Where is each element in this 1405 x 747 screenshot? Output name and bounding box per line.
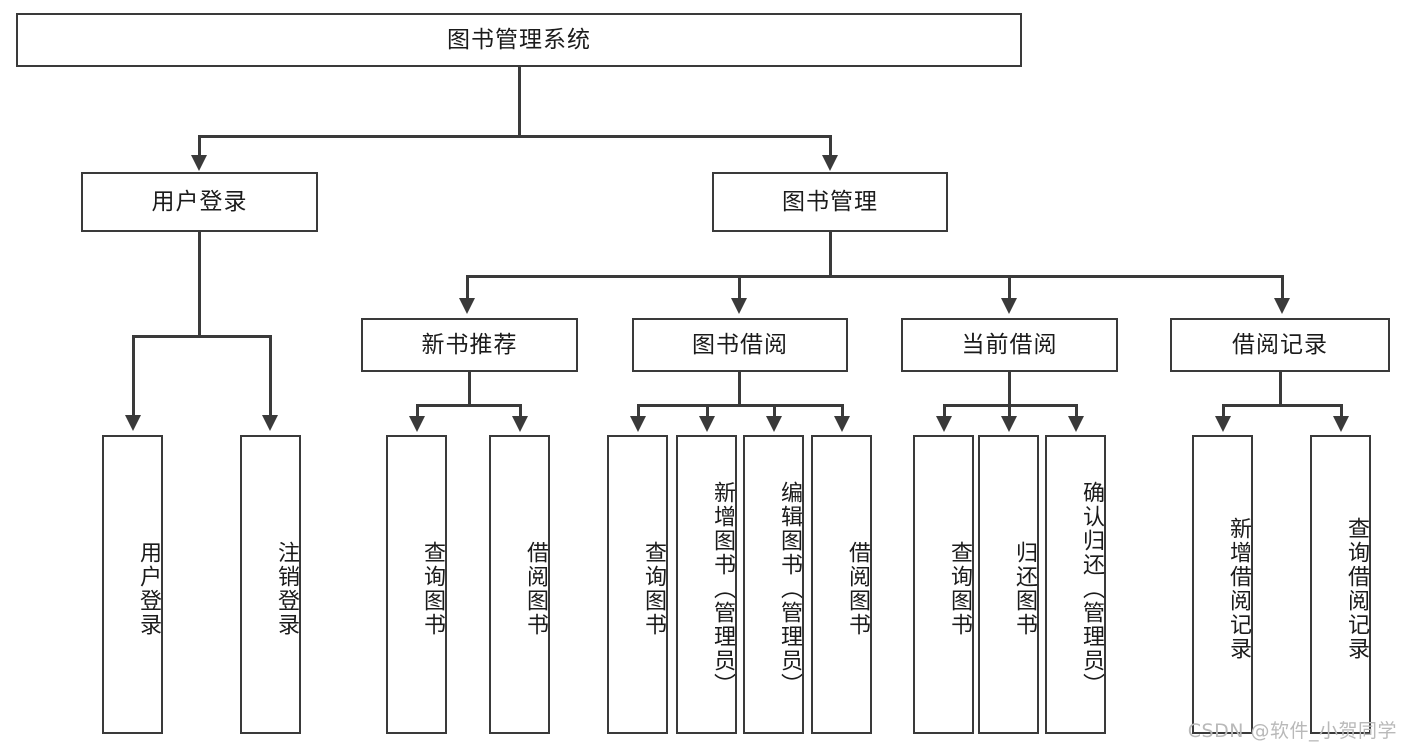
arrow-new-book-to-leaf-1 (409, 416, 425, 432)
connector-book-borrow-to-leaf-1 (637, 404, 640, 418)
node-borrow-record[interactable]: 借阅记录 (1170, 318, 1390, 372)
connector-borrow-record-to-leaf-1 (1222, 404, 1225, 418)
leaf-book-borrow-borrow-book[interactable]: 借阅图书 (811, 435, 872, 734)
connector-book-borrow-to-leaf-3 (773, 404, 776, 418)
node-label: 查询借阅记录 (1344, 516, 1369, 661)
arrow-book-borrow-to-leaf-3 (766, 416, 782, 432)
node-label: 用户登录 (151, 188, 248, 215)
connector-book-manage-to-l2-3 (1008, 275, 1011, 300)
leaf-current-borrow-confirm-return[interactable]: 确认归还（管理员） (1045, 435, 1106, 734)
connector-book-borrow-bar (637, 404, 844, 407)
leaf-borrow-record-add-record[interactable]: 新增借阅记录 (1192, 435, 1253, 734)
connector-book-manage-to-l2-1 (466, 275, 469, 300)
leaf-book-borrow-edit-book[interactable]: 编辑图书（管理员） (743, 435, 804, 734)
arrow-book-manage-to-l2-3 (1001, 298, 1017, 314)
node-label: 当前借阅 (961, 331, 1058, 358)
leaf-book-borrow-add-book[interactable]: 新增图书（管理员） (676, 435, 737, 734)
node-label: 确认归还（管理员） (1079, 480, 1104, 697)
connector-current-borrow-stem (1008, 372, 1011, 406)
arrow-book-borrow-to-leaf-2 (699, 416, 715, 432)
node-label: 查询图书 (420, 540, 445, 637)
connector-new-book-bar (416, 404, 522, 407)
leaf-book-borrow-query-book[interactable]: 查询图书 (607, 435, 668, 734)
node-book-borrow[interactable]: 图书借阅 (632, 318, 848, 372)
node-label: 查询图书 (641, 540, 666, 637)
node-label: 借阅图书 (523, 540, 548, 637)
connector-book-manage-to-l2-4 (1281, 275, 1284, 300)
node-label: 图书管理系统 (447, 26, 591, 53)
connector-user-login-stem (198, 232, 201, 337)
node-label: 注销登录 (274, 540, 299, 637)
connector-root-to-book-manage (829, 135, 832, 157)
arrow-book-manage-to-l2-2 (731, 298, 747, 314)
node-label: 图书借阅 (692, 331, 788, 358)
connector-current-borrow-to-leaf-1 (943, 404, 946, 418)
connector-book-borrow-to-leaf-4 (841, 404, 844, 418)
connector-book-manage-stem (829, 232, 832, 277)
arrow-book-borrow-to-leaf-4 (834, 416, 850, 432)
connector-borrow-record-to-leaf-2 (1340, 404, 1343, 418)
arrow-book-borrow-to-leaf-1 (630, 416, 646, 432)
node-label: 借阅记录 (1232, 331, 1328, 358)
connector-current-borrow-to-leaf-3 (1075, 404, 1078, 418)
connector-user-login-to-leaf-1 (132, 335, 135, 417)
node-new-book-recommend[interactable]: 新书推荐 (361, 318, 578, 372)
leaf-new-book-borrow-book[interactable]: 借阅图书 (489, 435, 550, 734)
connector-root-to-user-login (198, 135, 201, 157)
connector-borrow-record-bar (1222, 404, 1342, 407)
connector-current-borrow-to-leaf-2 (1008, 404, 1011, 418)
connector-book-borrow-to-leaf-2 (706, 404, 709, 418)
leaf-user-login-logout[interactable]: 注销登录 (240, 435, 301, 734)
leaf-new-book-query-book[interactable]: 查询图书 (386, 435, 447, 734)
leaf-current-borrow-query-book[interactable]: 查询图书 (913, 435, 974, 734)
connector-new-book-to-leaf-2 (519, 404, 522, 418)
arrow-root-to-user-login (191, 155, 207, 171)
connector-root-bar (198, 135, 832, 138)
arrow-current-borrow-to-leaf-2 (1001, 416, 1017, 432)
connector-book-manage-bar (466, 275, 1284, 278)
connector-user-login-bar (132, 335, 272, 338)
node-label: 图书管理 (782, 188, 878, 215)
arrow-book-manage-to-l2-4 (1274, 298, 1290, 314)
connector-new-book-stem (468, 372, 471, 406)
arrow-borrow-record-to-leaf-1 (1215, 416, 1231, 432)
connector-root-stem (518, 67, 521, 137)
leaf-current-borrow-return-book[interactable]: 归还图书 (978, 435, 1039, 734)
csdn-watermark: CSDN @软件_小贺同学 (1187, 720, 1397, 742)
connector-user-login-to-leaf-2 (269, 335, 272, 417)
arrow-new-book-to-leaf-2 (512, 416, 528, 432)
connector-new-book-to-leaf-1 (416, 404, 419, 418)
node-current-borrow[interactable]: 当前借阅 (901, 318, 1118, 372)
node-label: 新书推荐 (421, 331, 518, 358)
node-label: 编辑图书（管理员） (777, 480, 802, 697)
node-label: 新增借阅记录 (1226, 516, 1251, 661)
leaf-user-login-login[interactable]: 用户登录 (102, 435, 163, 734)
arrow-current-borrow-to-leaf-1 (936, 416, 952, 432)
node-label: 查询图书 (947, 540, 972, 637)
connector-borrow-record-stem (1279, 372, 1282, 406)
node-label: 新增图书（管理员） (710, 480, 735, 697)
arrow-current-borrow-to-leaf-3 (1068, 416, 1084, 432)
arrow-book-manage-to-l2-1 (459, 298, 475, 314)
arrow-borrow-record-to-leaf-2 (1333, 416, 1349, 432)
connector-book-manage-to-l2-2 (738, 275, 741, 300)
node-user-login[interactable]: 用户登录 (81, 172, 318, 232)
node-label: 用户登录 (136, 540, 161, 637)
node-book-manage[interactable]: 图书管理 (712, 172, 948, 232)
arrow-root-to-book-manage (822, 155, 838, 171)
arrow-user-login-to-leaf-1 (125, 415, 141, 431)
node-root-system[interactable]: 图书管理系统 (16, 13, 1022, 67)
node-label: 归还图书 (1012, 540, 1037, 637)
node-label: 借阅图书 (845, 540, 870, 637)
leaf-borrow-record-query-record[interactable]: 查询借阅记录 (1310, 435, 1371, 734)
arrow-user-login-to-leaf-2 (262, 415, 278, 431)
connector-book-borrow-stem (738, 372, 741, 406)
